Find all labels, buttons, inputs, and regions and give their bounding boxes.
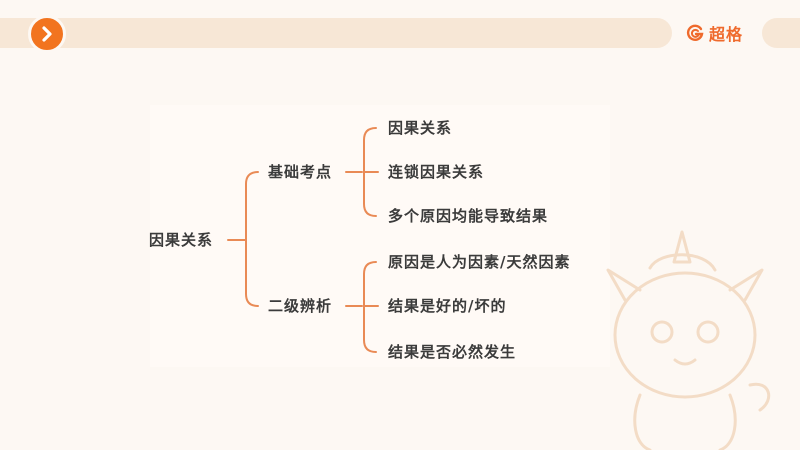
diagram-background bbox=[150, 105, 610, 367]
leaf-node: 多个原因均能导致结果 bbox=[388, 207, 549, 225]
next-button[interactable] bbox=[28, 15, 66, 53]
top-banner-left bbox=[0, 18, 672, 48]
leaf-node: 结果是否必然发生 bbox=[388, 343, 517, 361]
brand-logo: 超格 bbox=[686, 23, 744, 44]
chevron-right-icon bbox=[42, 26, 52, 42]
leaf-node: 连锁因果关系 bbox=[388, 163, 485, 181]
leaf-node: 原因是人为因素/天然因素 bbox=[388, 253, 571, 271]
branch-node-basics: 基础考点 bbox=[268, 163, 333, 181]
brand-name: 超格 bbox=[709, 25, 744, 44]
branch-node-discrimination: 二级辨析 bbox=[268, 297, 333, 315]
root-bracket bbox=[245, 171, 259, 307]
leaf-node: 因果关系 bbox=[388, 119, 453, 137]
g-logo-icon bbox=[686, 24, 704, 41]
top-banner bbox=[0, 18, 800, 48]
top-banner-right bbox=[762, 18, 800, 48]
root-node: 因果关系 bbox=[149, 231, 214, 249]
leaf-node: 结果是好的/坏的 bbox=[388, 297, 507, 315]
unicorn-mascot-watermark bbox=[606, 230, 771, 450]
